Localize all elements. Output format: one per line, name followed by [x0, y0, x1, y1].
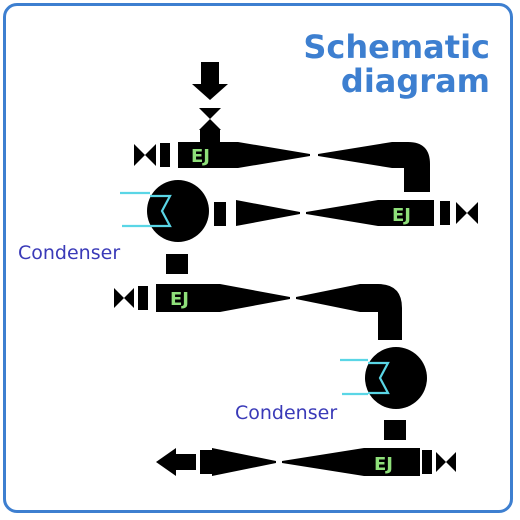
- valve-right-4-b: [446, 452, 456, 472]
- condenser-1: [120, 180, 209, 242]
- ej2-label: EJ: [392, 205, 411, 226]
- valve-right-4-a: [436, 452, 446, 472]
- condenser-1-coil: [150, 194, 172, 228]
- ej3-flange: [138, 286, 148, 310]
- valve-left-1-b: [145, 144, 156, 166]
- pipe-down-1: [166, 254, 188, 274]
- condenser-2-label: Condenser: [235, 402, 337, 424]
- ej2-end-flange: [440, 201, 450, 225]
- ejector-2: EJ: [236, 200, 434, 226]
- ejector-1: EJ: [178, 142, 392, 168]
- pipe-elbow-1: [392, 142, 430, 192]
- valve-left-3-b: [124, 288, 134, 308]
- inlet-arrow: [192, 62, 228, 100]
- pipe-down-2: [384, 420, 406, 440]
- ejector-3: EJ: [156, 284, 360, 312]
- ej4-label: EJ: [374, 454, 393, 475]
- valve-left-1-a: [134, 144, 145, 166]
- title-line-1: Schematic: [303, 28, 490, 66]
- pipe-elbow-3: [360, 284, 402, 340]
- valve-right-2-a: [456, 202, 467, 224]
- ej1-flange: [160, 143, 170, 167]
- outlet-arrow: [156, 448, 196, 476]
- title-line-2: diagram: [340, 62, 490, 100]
- inlet-pipe: [200, 130, 220, 142]
- ej4-end-flange: [422, 450, 432, 474]
- diagram-title: Schematic diagram: [270, 30, 490, 98]
- ej3-label: EJ: [170, 289, 189, 310]
- inlet-valve: [199, 108, 221, 130]
- condenser-1-label: Condenser: [18, 242, 120, 264]
- ej4-flange: [200, 450, 212, 474]
- valve-right-2-b: [467, 202, 478, 224]
- ej1-label: EJ: [191, 146, 210, 167]
- ej2-flange: [214, 202, 226, 226]
- condenser-2-coil: [368, 361, 390, 395]
- valve-left-3-a: [114, 288, 124, 308]
- ejector-4: EJ: [212, 448, 420, 476]
- diagram-frame: [3, 3, 513, 513]
- condenser-2: [340, 347, 427, 409]
